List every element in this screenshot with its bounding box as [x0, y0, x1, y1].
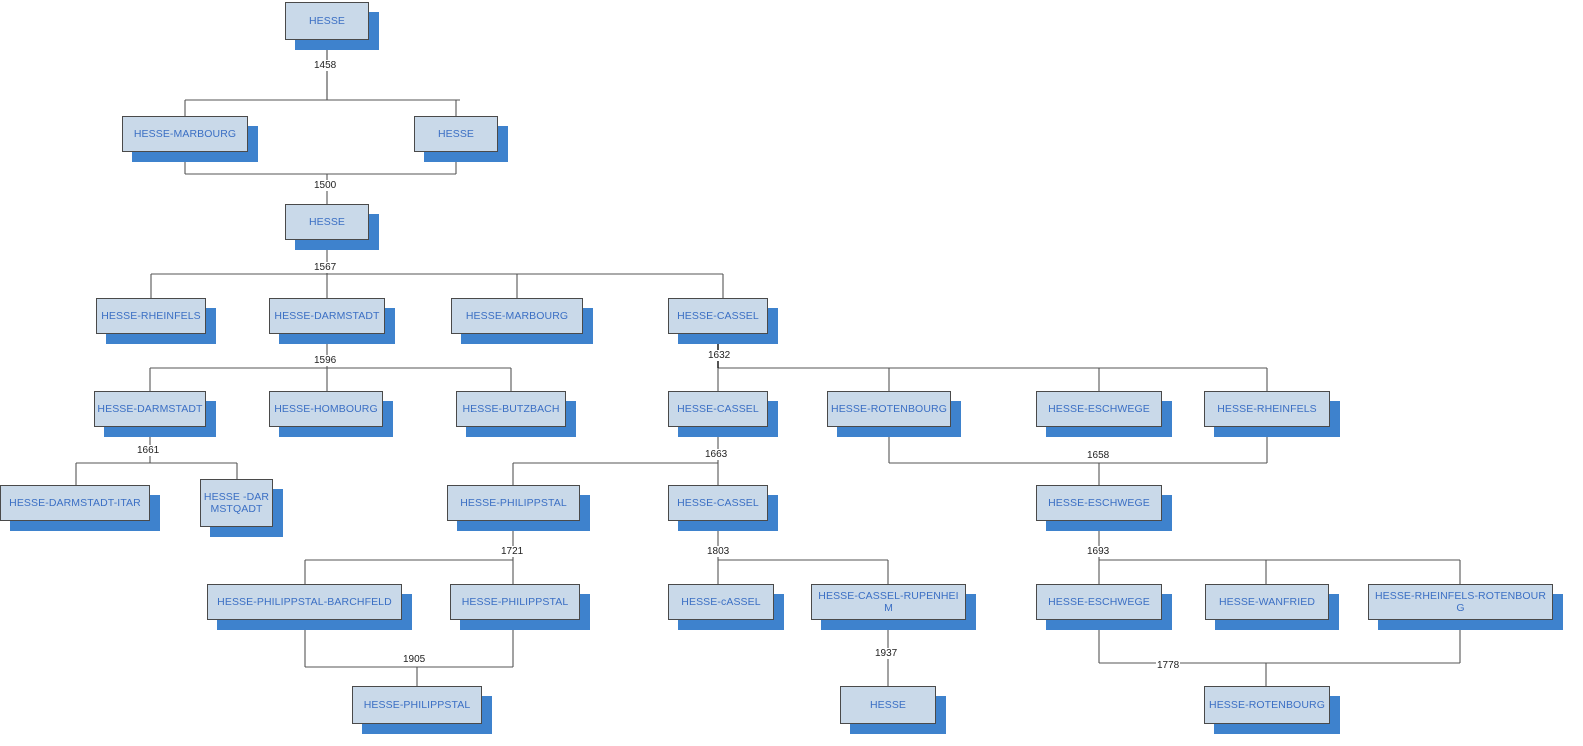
edge-year-label: 1567	[313, 262, 338, 273]
node-box[interactable]: HESSE	[285, 204, 369, 240]
node-box[interactable]: HESSE-ROTENBOURG	[827, 391, 951, 427]
edge-year-label: 1500	[313, 180, 338, 191]
edge-year-label: 1458	[313, 60, 338, 71]
node-box[interactable]: HESSE	[414, 116, 498, 152]
node-box[interactable]: HESSE-CASSEL	[668, 298, 768, 334]
node-box[interactable]: HESSE-PHILIPPSTAL	[450, 584, 580, 620]
edge-year-label: 1632	[707, 350, 732, 361]
edge-year-label: 1721	[500, 546, 525, 557]
node-box[interactable]: HESSE-RHEINFELS	[96, 298, 206, 334]
node-box[interactable]: HESSE-PHILIPPSTAL-BARCHFELD	[207, 584, 402, 620]
node-box[interactable]: HESSE-DARMSTADT	[269, 298, 385, 334]
node-box[interactable]: HESSE-PHILIPPSTAL	[352, 686, 482, 724]
node-box[interactable]: HESSE-cASSEL	[668, 584, 774, 620]
edge-year-label: 1937	[874, 648, 899, 659]
node-box[interactable]: HESSE-DARMSTADT	[94, 391, 206, 427]
node-box[interactable]: HESSE-CASSEL	[668, 391, 768, 427]
node-box[interactable]: HESSE-BUTZBACH	[456, 391, 566, 427]
node-box[interactable]: HESSE-HOMBOURG	[269, 391, 383, 427]
node-box[interactable]: HESSE-WANFRIED	[1205, 584, 1329, 620]
node-box[interactable]: HESSE-DARMSTADT-ITAR	[0, 485, 150, 521]
node-box[interactable]: HESSE-ROTENBOURG	[1204, 686, 1330, 724]
node-box[interactable]: HESSE-MARBOURG	[122, 116, 248, 152]
node-box[interactable]: HESSE-RHEINFELS	[1204, 391, 1330, 427]
node-box[interactable]: HESSE-MARBOURG	[451, 298, 583, 334]
edge-year-label: 1658	[1086, 450, 1111, 461]
node-box[interactable]: HESSE-ESCHWEGE	[1036, 391, 1162, 427]
node-box[interactable]: HESSE-CASSEL	[668, 485, 768, 521]
edge-year-label: 1693	[1086, 546, 1111, 557]
edge-year-label: 1661	[136, 445, 161, 456]
node-box[interactable]: HESSE-CASSEL-RUPENHEIM	[811, 584, 966, 620]
node-box[interactable]: HESSE-PHILIPPSTAL	[447, 485, 580, 521]
edge-year-label: 1803	[706, 546, 731, 557]
edge-year-label: 1596	[313, 355, 338, 366]
node-box[interactable]: HESSE-ESCHWEGE	[1036, 485, 1162, 521]
node-box[interactable]: HESSE	[285, 2, 369, 40]
node-box[interactable]: HESSE-ESCHWEGE	[1036, 584, 1162, 620]
node-box[interactable]: HESSE -DARMSTQADT	[200, 479, 273, 527]
edge-year-label: 1905	[402, 654, 427, 665]
node-box[interactable]: HESSE-RHEINFELS-ROTENBOURG	[1368, 584, 1553, 620]
node-box[interactable]: HESSE	[840, 686, 936, 724]
edge-year-label: 1778	[1156, 660, 1181, 671]
edge-year-label: 1663	[704, 449, 729, 460]
